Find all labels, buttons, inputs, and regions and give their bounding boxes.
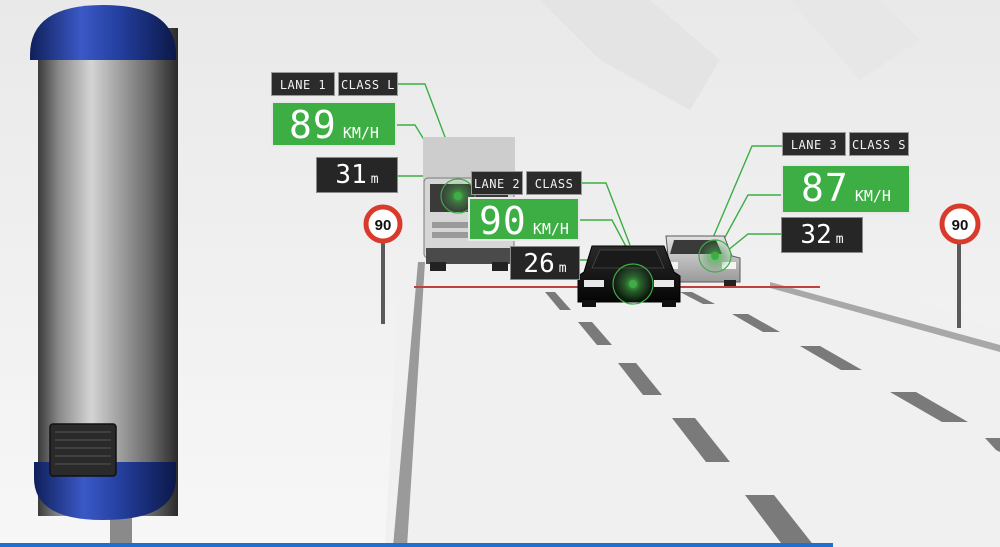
- lane-label: LANE 1: [271, 72, 335, 96]
- speed-limit-sign-right: 90: [939, 203, 981, 328]
- lane-dashes-left: [545, 292, 815, 547]
- distance-unit: m: [558, 261, 567, 276]
- distance-readout: 31 m: [316, 157, 398, 193]
- camera-lens-grille: [49, 423, 117, 477]
- camera-top-cap: [30, 5, 176, 60]
- speed-unit: KM/H: [532, 220, 569, 238]
- distance-value: 26: [523, 249, 555, 279]
- background-building: [540, 0, 720, 110]
- class-label: CLASS S: [526, 171, 582, 215]
- distance-value: 31: [335, 160, 367, 190]
- lane-dashes-right: [680, 292, 1000, 452]
- speed-value: 89: [289, 103, 337, 147]
- road-edge-left: [393, 262, 425, 547]
- speed-limit-sign-right-text: 90: [952, 217, 969, 234]
- road-edge-right: [770, 282, 1000, 352]
- speed-value: 90: [479, 199, 527, 243]
- road-surface: [385, 268, 1000, 547]
- class-label: CLASS L: [338, 72, 398, 96]
- distance-readout: 32 m: [781, 217, 863, 253]
- speed-value: 87: [801, 166, 849, 210]
- lane-label: LANE 2: [471, 171, 523, 195]
- bottom-accent-bar: [0, 543, 833, 547]
- class-label: CLASS S: [849, 132, 909, 156]
- speed-readout: 89 KM/H: [271, 101, 397, 147]
- speed-readout: 90 KM/H: [468, 197, 580, 241]
- distance-unit: m: [370, 172, 379, 187]
- distance-value: 32: [800, 220, 832, 250]
- speed-limit-sign-left: 90: [363, 204, 403, 324]
- distance-unit: m: [835, 232, 844, 247]
- target-markers: [440, 178, 732, 305]
- speed-camera: [30, 5, 178, 547]
- speed-unit: KM/H: [854, 187, 891, 205]
- distance-readout: 26 m: [510, 246, 580, 280]
- speed-readout: 87 KM/H: [781, 164, 911, 214]
- speed-unit: KM/H: [342, 124, 379, 142]
- speed-limit-sign-left-text: 90: [375, 217, 392, 234]
- background-building: [790, 0, 920, 80]
- lane-label: LANE 3: [782, 132, 846, 156]
